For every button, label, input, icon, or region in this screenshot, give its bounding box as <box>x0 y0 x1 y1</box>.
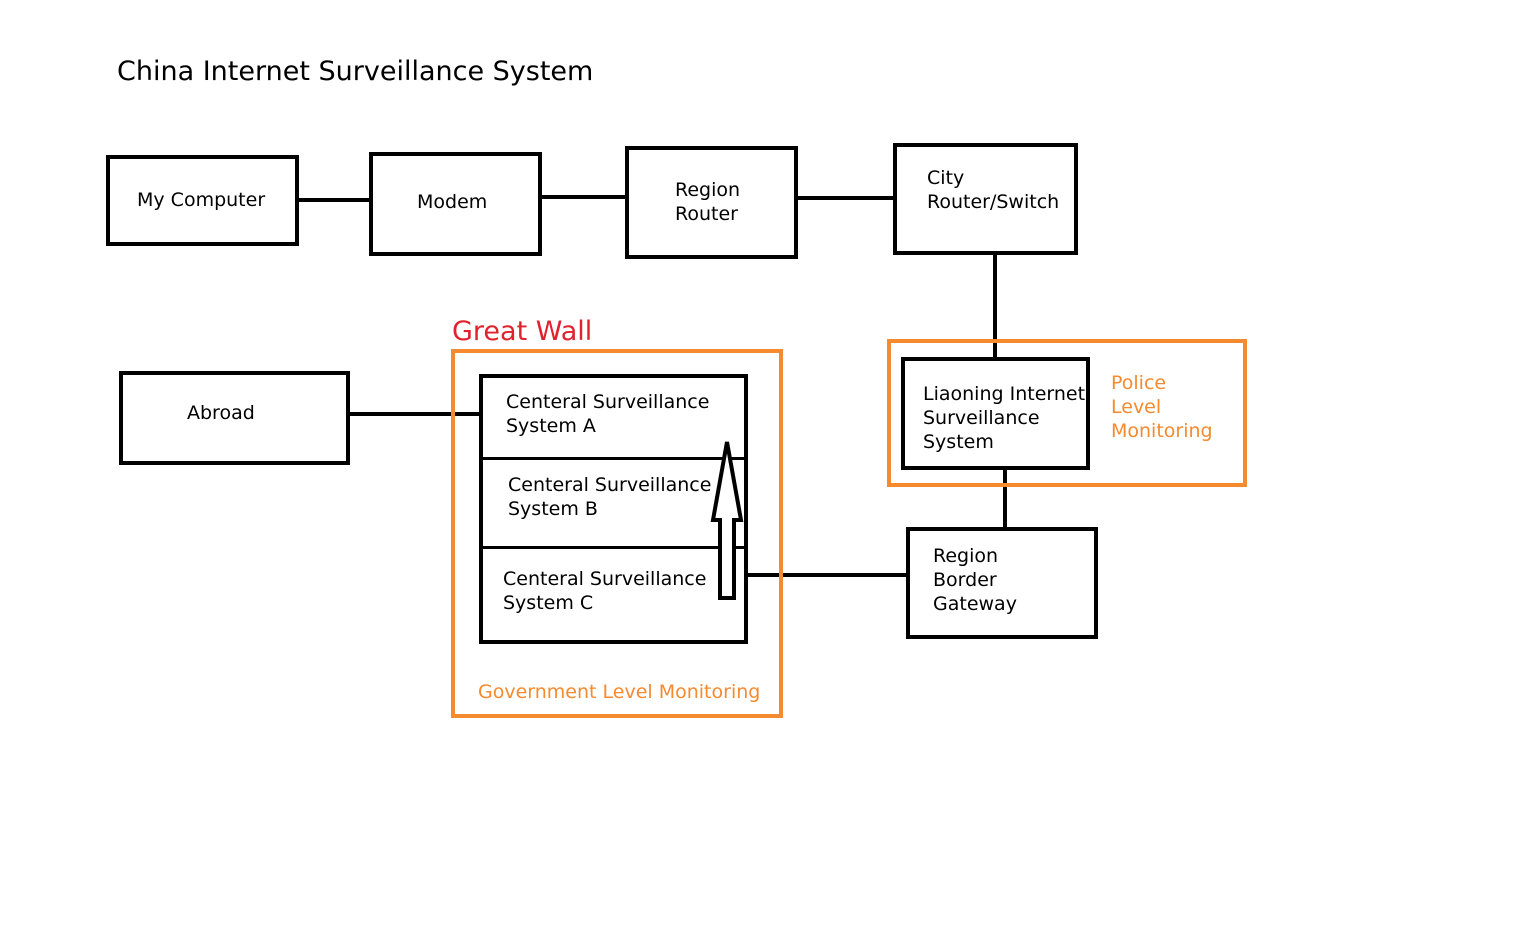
upward-arrow-shape <box>710 441 744 600</box>
wire-liaoning-border-gateway <box>1003 468 1007 529</box>
system-b-label: Centeral Surveillance System B <box>508 474 712 520</box>
liaoning-surveillance-box: Liaoning Internet Surveillance System <box>901 357 1090 470</box>
my-computer-box: My Computer <box>106 155 299 246</box>
region-router-label: Region Router <box>675 179 741 225</box>
wire-city-router-liaoning <box>993 253 997 359</box>
liaoning-label: Liaoning Internet Surveillance System <box>923 383 1086 453</box>
divider-b-c <box>483 546 744 549</box>
government-monitoring-zone <box>451 349 783 718</box>
wire-region-router-city-router <box>796 196 895 200</box>
government-level-label: Government Level Monitoring <box>478 681 761 703</box>
wire-system-c-border-gateway <box>745 573 908 577</box>
region-border-gateway-box: Region Border Gateway <box>906 527 1098 639</box>
police-monitoring-zone <box>887 339 1247 487</box>
border-gateway-label: Region Border Gateway <box>933 545 1017 615</box>
police-level-label: Police Level Monitoring <box>1111 372 1213 442</box>
city-router-box: City Router/Switch <box>893 143 1078 255</box>
modem-label: Modem <box>417 191 488 213</box>
wire-computer-modem <box>297 198 371 202</box>
diagram-title: China Internet Surveillance System <box>117 56 594 87</box>
system-c-label: Centeral Surveillance System C <box>503 568 707 614</box>
my-computer-label: My Computer <box>137 189 266 211</box>
modem-box: Modem <box>369 152 542 256</box>
divider-a-b <box>483 457 744 460</box>
abroad-box: Abroad <box>119 371 350 465</box>
abroad-label: Abroad <box>187 402 255 424</box>
central-surveillance-stack: Centeral Surveillance System A Centeral … <box>479 374 748 644</box>
great-wall-label: Great Wall <box>452 316 593 347</box>
upward-arrow-icon <box>710 441 744 600</box>
wire-modem-region-router <box>540 195 627 199</box>
city-router-label: City Router/Switch <box>927 167 1060 213</box>
system-a-label: Centeral Surveillance System A <box>506 391 710 437</box>
region-router-box: Region Router <box>625 146 798 259</box>
wire-abroad-system-a <box>348 412 481 416</box>
